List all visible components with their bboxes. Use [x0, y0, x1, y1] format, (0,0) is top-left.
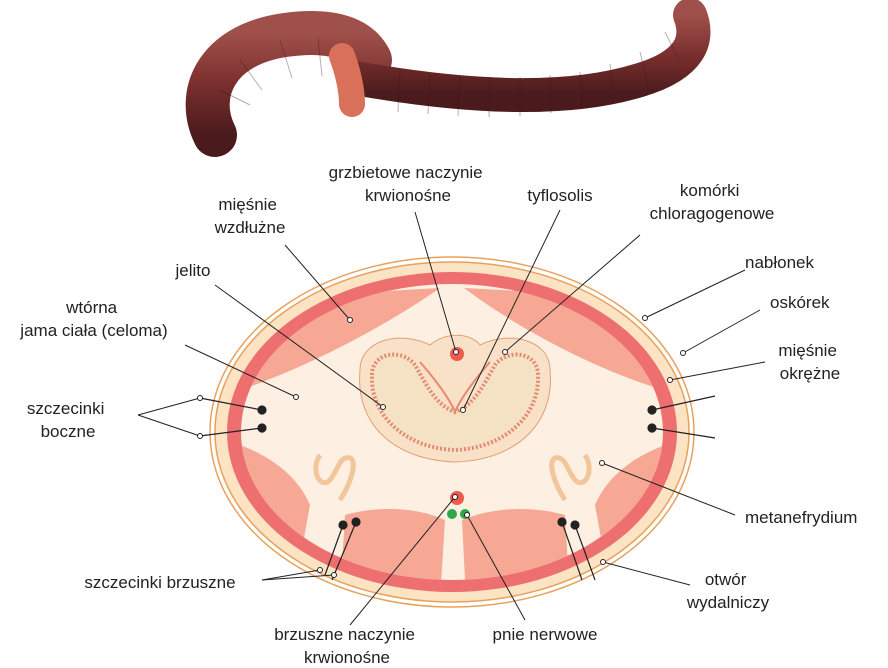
earthworm-illustration [208, 15, 694, 135]
label-ventral-chaetae: szczecinki brzuszne [84, 573, 235, 592]
label-intestine: jelito [175, 261, 211, 280]
label-nerve-cords: pnie nerwowe [493, 625, 598, 644]
label-typhlosole: tyflosolis [527, 186, 592, 205]
label-lateral-chaetae: szczecinki boczne [27, 399, 109, 441]
label-cuticle: oskórek [770, 293, 830, 312]
cross-section [200, 257, 715, 607]
label-dorsal-blood-vessel: grzbietowe naczynie krwionośne [329, 163, 488, 205]
label-metanephridium: metanefrydium [745, 508, 857, 527]
label-longitudinal-muscles: mięśnie wzdłużne [214, 195, 286, 237]
label-chloragogen-cells: komórki chloragogenowe [650, 181, 775, 223]
label-ventral-blood-vessel: brzuszne naczynie krwionośne [274, 625, 420, 667]
label-circular-muscles: mięśnie okrężne [778, 341, 841, 383]
label-nephridiopore: otwór wydalniczy [686, 570, 770, 612]
label-coelom: wtórna jama ciała (celoma) [19, 298, 167, 340]
label-epidermis: nabłonek [745, 253, 815, 272]
